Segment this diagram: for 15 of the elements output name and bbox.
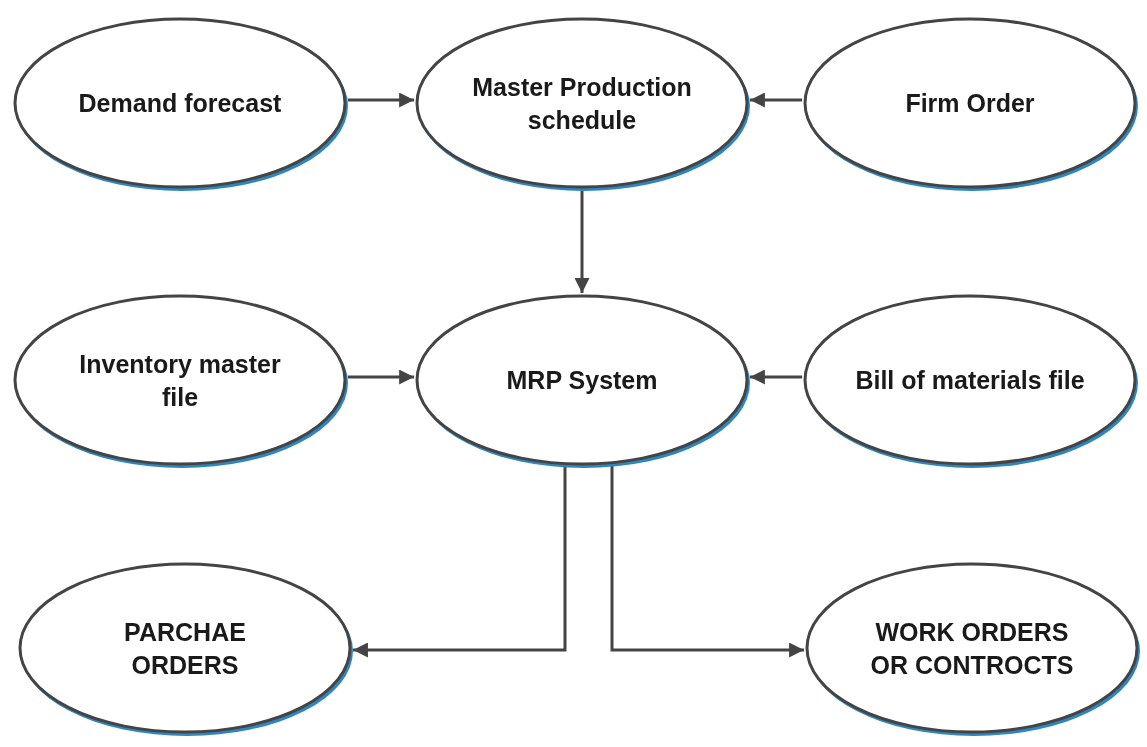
node-label: PARCHAE ORDERS — [123, 616, 247, 680]
arrow — [347, 92, 415, 108]
arrow — [610, 465, 805, 658]
arrow — [574, 190, 590, 293]
arrow — [749, 92, 803, 108]
node-label: Firm Order — [904, 87, 1036, 119]
node-label: Inventory master file — [78, 348, 282, 412]
arrow — [749, 369, 803, 385]
node-label: WORK ORDERS OR CONTROCTS — [869, 616, 1075, 680]
node-label: Bill of materials file — [855, 364, 1085, 396]
node-label: Master Production schedule — [471, 71, 693, 135]
node-label: MRP System — [505, 364, 659, 396]
arrow — [352, 466, 567, 658]
node-label: Demand forecast — [77, 87, 283, 119]
arrow — [347, 369, 415, 385]
